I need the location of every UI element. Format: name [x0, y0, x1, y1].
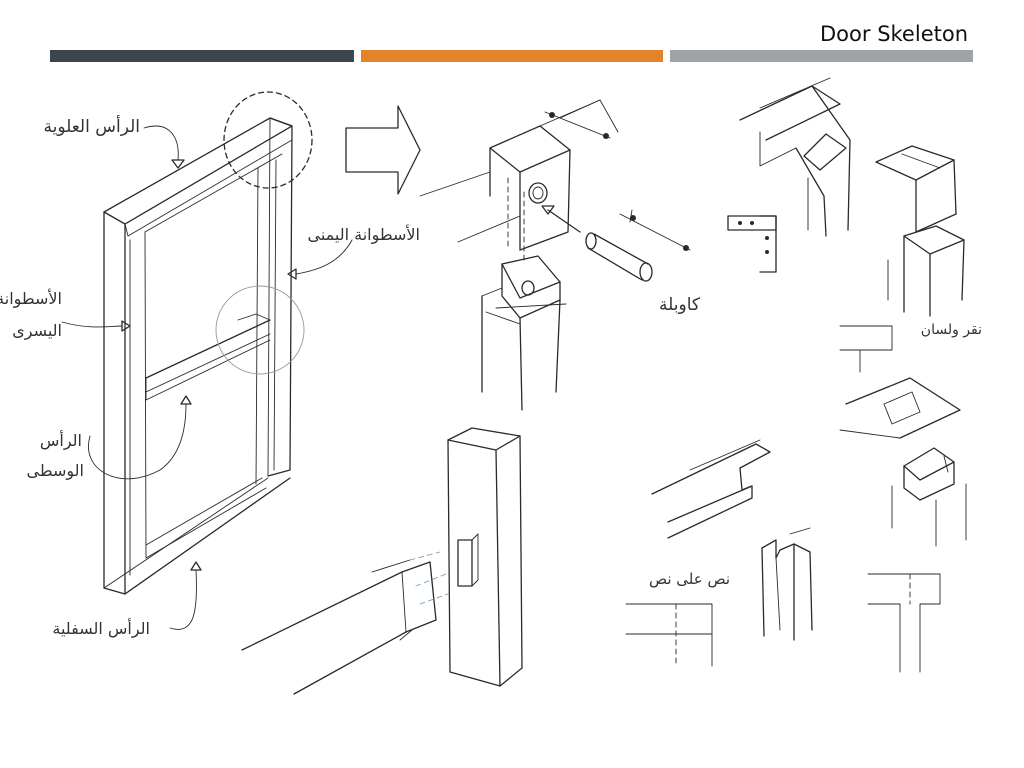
label-middle-rail-1: الرأس — [40, 430, 82, 451]
label-middle-rail-2: الوسطى — [27, 461, 84, 481]
door-frame-drawing — [61, 91, 421, 630]
dowel-joint-drawing — [419, 99, 691, 411]
label-half-lap: نص على نص — [649, 570, 730, 588]
header-bar-dark — [50, 50, 354, 62]
label-dowel: كاوبلة — [659, 295, 701, 315]
label-mortise-tongue: نقر ولسان — [921, 322, 982, 338]
joint-details-drawing — [625, 77, 967, 673]
label-left-stile-2: اليسرى — [12, 321, 62, 341]
header-bar-orange — [361, 50, 663, 62]
slide-title: Door Skeleton — [820, 22, 968, 46]
label-left-stile-1: الأسطوانة — [0, 288, 62, 309]
mortise-tenon-drawing — [241, 427, 523, 695]
label-top-rail: الرأس العلوية — [43, 115, 140, 137]
header-bar-gray — [670, 50, 973, 62]
label-right-stile: الأسطوانة اليمنى — [308, 224, 421, 245]
label-bottom-rail: الرأس السفلية — [52, 618, 150, 639]
